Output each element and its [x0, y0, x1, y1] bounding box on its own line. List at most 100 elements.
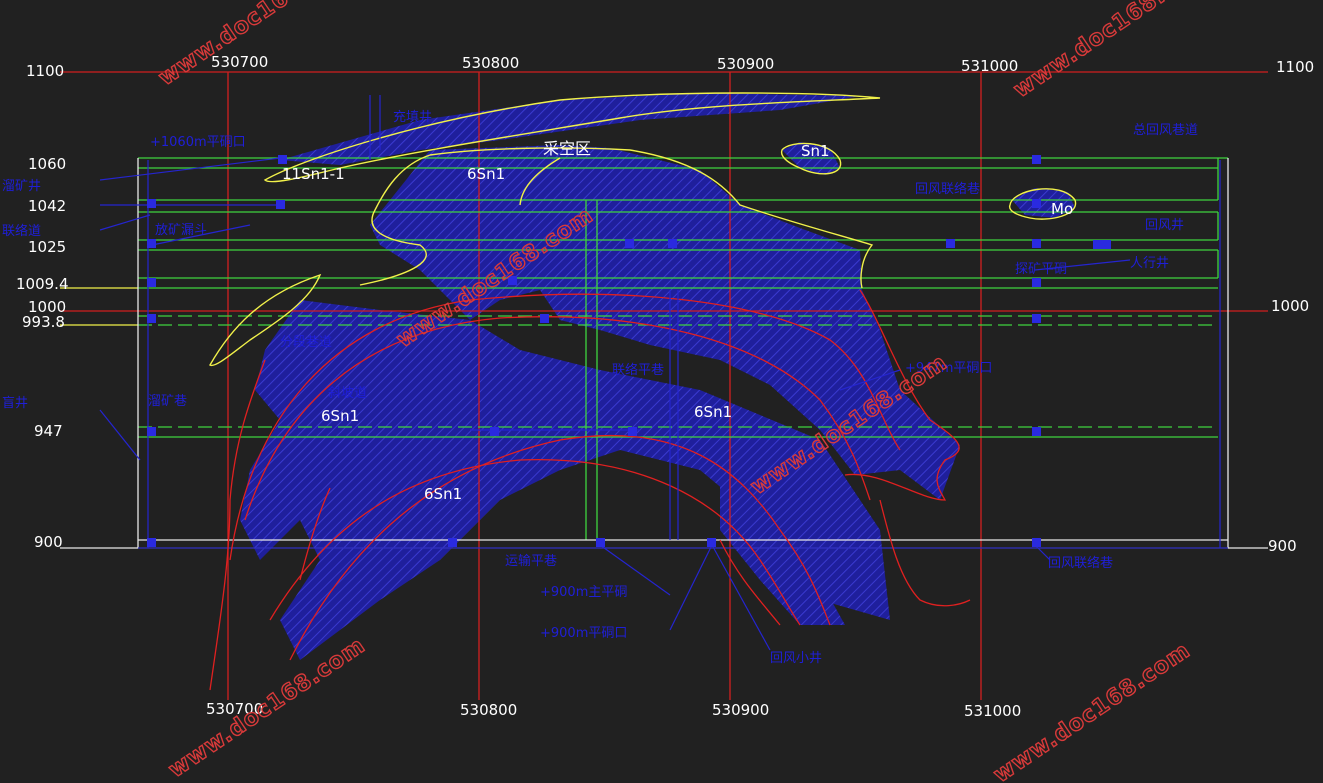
- leader-10: [711, 544, 771, 651]
- mo-outline: [1008, 188, 1077, 220]
- ore-body-mo: [1012, 188, 1075, 218]
- marker: [147, 314, 156, 323]
- ore-label: 6Sn1: [467, 165, 505, 183]
- x-label-bottom: 530800: [460, 701, 517, 719]
- annotation-label: 溜矿井: [2, 179, 41, 194]
- elevation-label-left: 900: [34, 533, 63, 551]
- marker: [508, 276, 517, 285]
- x-label-bottom: 530900: [712, 701, 769, 719]
- elevation-label-right: 900: [1268, 537, 1297, 555]
- marker: [147, 239, 156, 248]
- annotation-label: +900m主平硐: [540, 585, 627, 600]
- annotation-label: 溜矿巷: [148, 394, 187, 409]
- marker: [1032, 538, 1041, 547]
- blue-annotation-leaders: [99, 95, 1221, 651]
- yellow-reference-lines: [60, 287, 138, 326]
- watermark: www.doc168.com: [154, 0, 360, 91]
- elevation-label-left: 1060: [28, 155, 66, 173]
- marker: [707, 538, 716, 547]
- marker: [278, 155, 287, 164]
- marker: [147, 538, 156, 547]
- station-markers: [147, 155, 1111, 547]
- ore-label: Mo: [1051, 200, 1073, 218]
- left-lens-outline: [209, 273, 322, 367]
- annotation-label: 回风井: [1145, 218, 1184, 233]
- ore-body-left: [240, 300, 890, 660]
- sn1-outline: [780, 142, 842, 175]
- watermark: www.doc168.com: [1009, 0, 1215, 103]
- elevation-label-left: 993.8: [22, 313, 65, 331]
- marker: [448, 538, 457, 547]
- watermark: www.doc168.com: [164, 633, 370, 783]
- leader-9: [669, 544, 713, 631]
- top-lens-outline: [263, 92, 881, 183]
- coordinate-labels: 530700 530800 530900 531000 530700 53080…: [16, 53, 1314, 720]
- annotation-label: 斜坡道: [328, 386, 367, 401]
- frame-right: [1227, 158, 1268, 549]
- annotation-label: +947m平硐口: [905, 361, 992, 376]
- marker: [540, 314, 549, 323]
- annotation-label: 总回风巷道: [1133, 123, 1198, 138]
- x-label-top: 530800: [462, 54, 519, 72]
- elevation-label-right: 1000: [1271, 297, 1309, 315]
- marker: [1032, 155, 1041, 164]
- x-label-bottom: 531000: [964, 702, 1021, 720]
- annotation-label: 盲井: [2, 395, 28, 411]
- marker: [147, 427, 156, 436]
- contour-3: [289, 434, 831, 661]
- marker: [1093, 240, 1111, 249]
- annotation-label: 人行井: [1130, 256, 1169, 271]
- contour-8: [299, 487, 331, 581]
- annotation-label: 联络道: [2, 223, 41, 239]
- leader-1: [99, 157, 281, 181]
- annotation-label: +900m平硐口: [540, 626, 627, 641]
- leader-8: [599, 544, 671, 596]
- contour-2: [244, 316, 871, 521]
- leader-4: [151, 224, 251, 246]
- marker: [1032, 239, 1041, 248]
- elevation-label-left: 1025: [28, 238, 66, 256]
- ore-body-upper: [370, 145, 960, 500]
- mined-area-label: 采空区: [543, 139, 591, 158]
- red-ore-contours: [209, 289, 971, 691]
- ore-label: 11Sn1-1: [282, 165, 345, 183]
- marker: [1032, 427, 1041, 436]
- contour-7: [209, 359, 266, 691]
- ore-label: Sn1: [801, 142, 830, 160]
- level-annotations: +1060m平硐口 +947m平硐口 +900m主平硐 +900m平硐口 回风小…: [2, 109, 1198, 666]
- elevation-label-left: 947: [34, 422, 63, 440]
- marker: [596, 538, 605, 547]
- frame-left: [60, 158, 139, 549]
- annotation-label: 联络平巷: [612, 362, 664, 378]
- x-label-top: 531000: [961, 57, 1018, 75]
- marker: [668, 239, 677, 248]
- annotation-label: 放矿漏斗: [155, 222, 207, 238]
- annotation-label: 分段巷道: [280, 335, 332, 350]
- contour-4: [269, 458, 801, 626]
- marker: [276, 200, 285, 209]
- grid-lines: [60, 71, 1268, 700]
- mined-area-outline-left: [359, 154, 431, 286]
- marker: [1032, 199, 1041, 208]
- section-frame: [60, 158, 1268, 549]
- annotation-label: 充填井: [393, 109, 432, 125]
- mined-area-outline: [429, 147, 874, 289]
- ore-label: 6Sn1: [694, 403, 732, 421]
- yellow-outlines: [209, 92, 1077, 367]
- marker: [147, 199, 156, 208]
- annotation-label: 回风联络巷: [915, 181, 980, 197]
- marker: [628, 427, 637, 436]
- marker: [490, 427, 499, 436]
- contour-6: [879, 499, 971, 607]
- elevation-label-left: 1009.4: [16, 275, 69, 293]
- ore-label: 6Sn1: [321, 407, 359, 425]
- annotation-label: +1060m平硐口: [150, 135, 246, 150]
- leader-17: [839, 369, 901, 391]
- contour-1: [229, 293, 901, 561]
- leader-12: [1034, 259, 1131, 271]
- marker: [1032, 278, 1041, 287]
- marker: [625, 239, 634, 248]
- ore-labels: 11Sn1-1 6Sn1 Sn1 Mo 6Sn1 6Sn1 6Sn1 采空区: [282, 139, 1073, 503]
- elevation-label-left: 1100: [26, 62, 64, 80]
